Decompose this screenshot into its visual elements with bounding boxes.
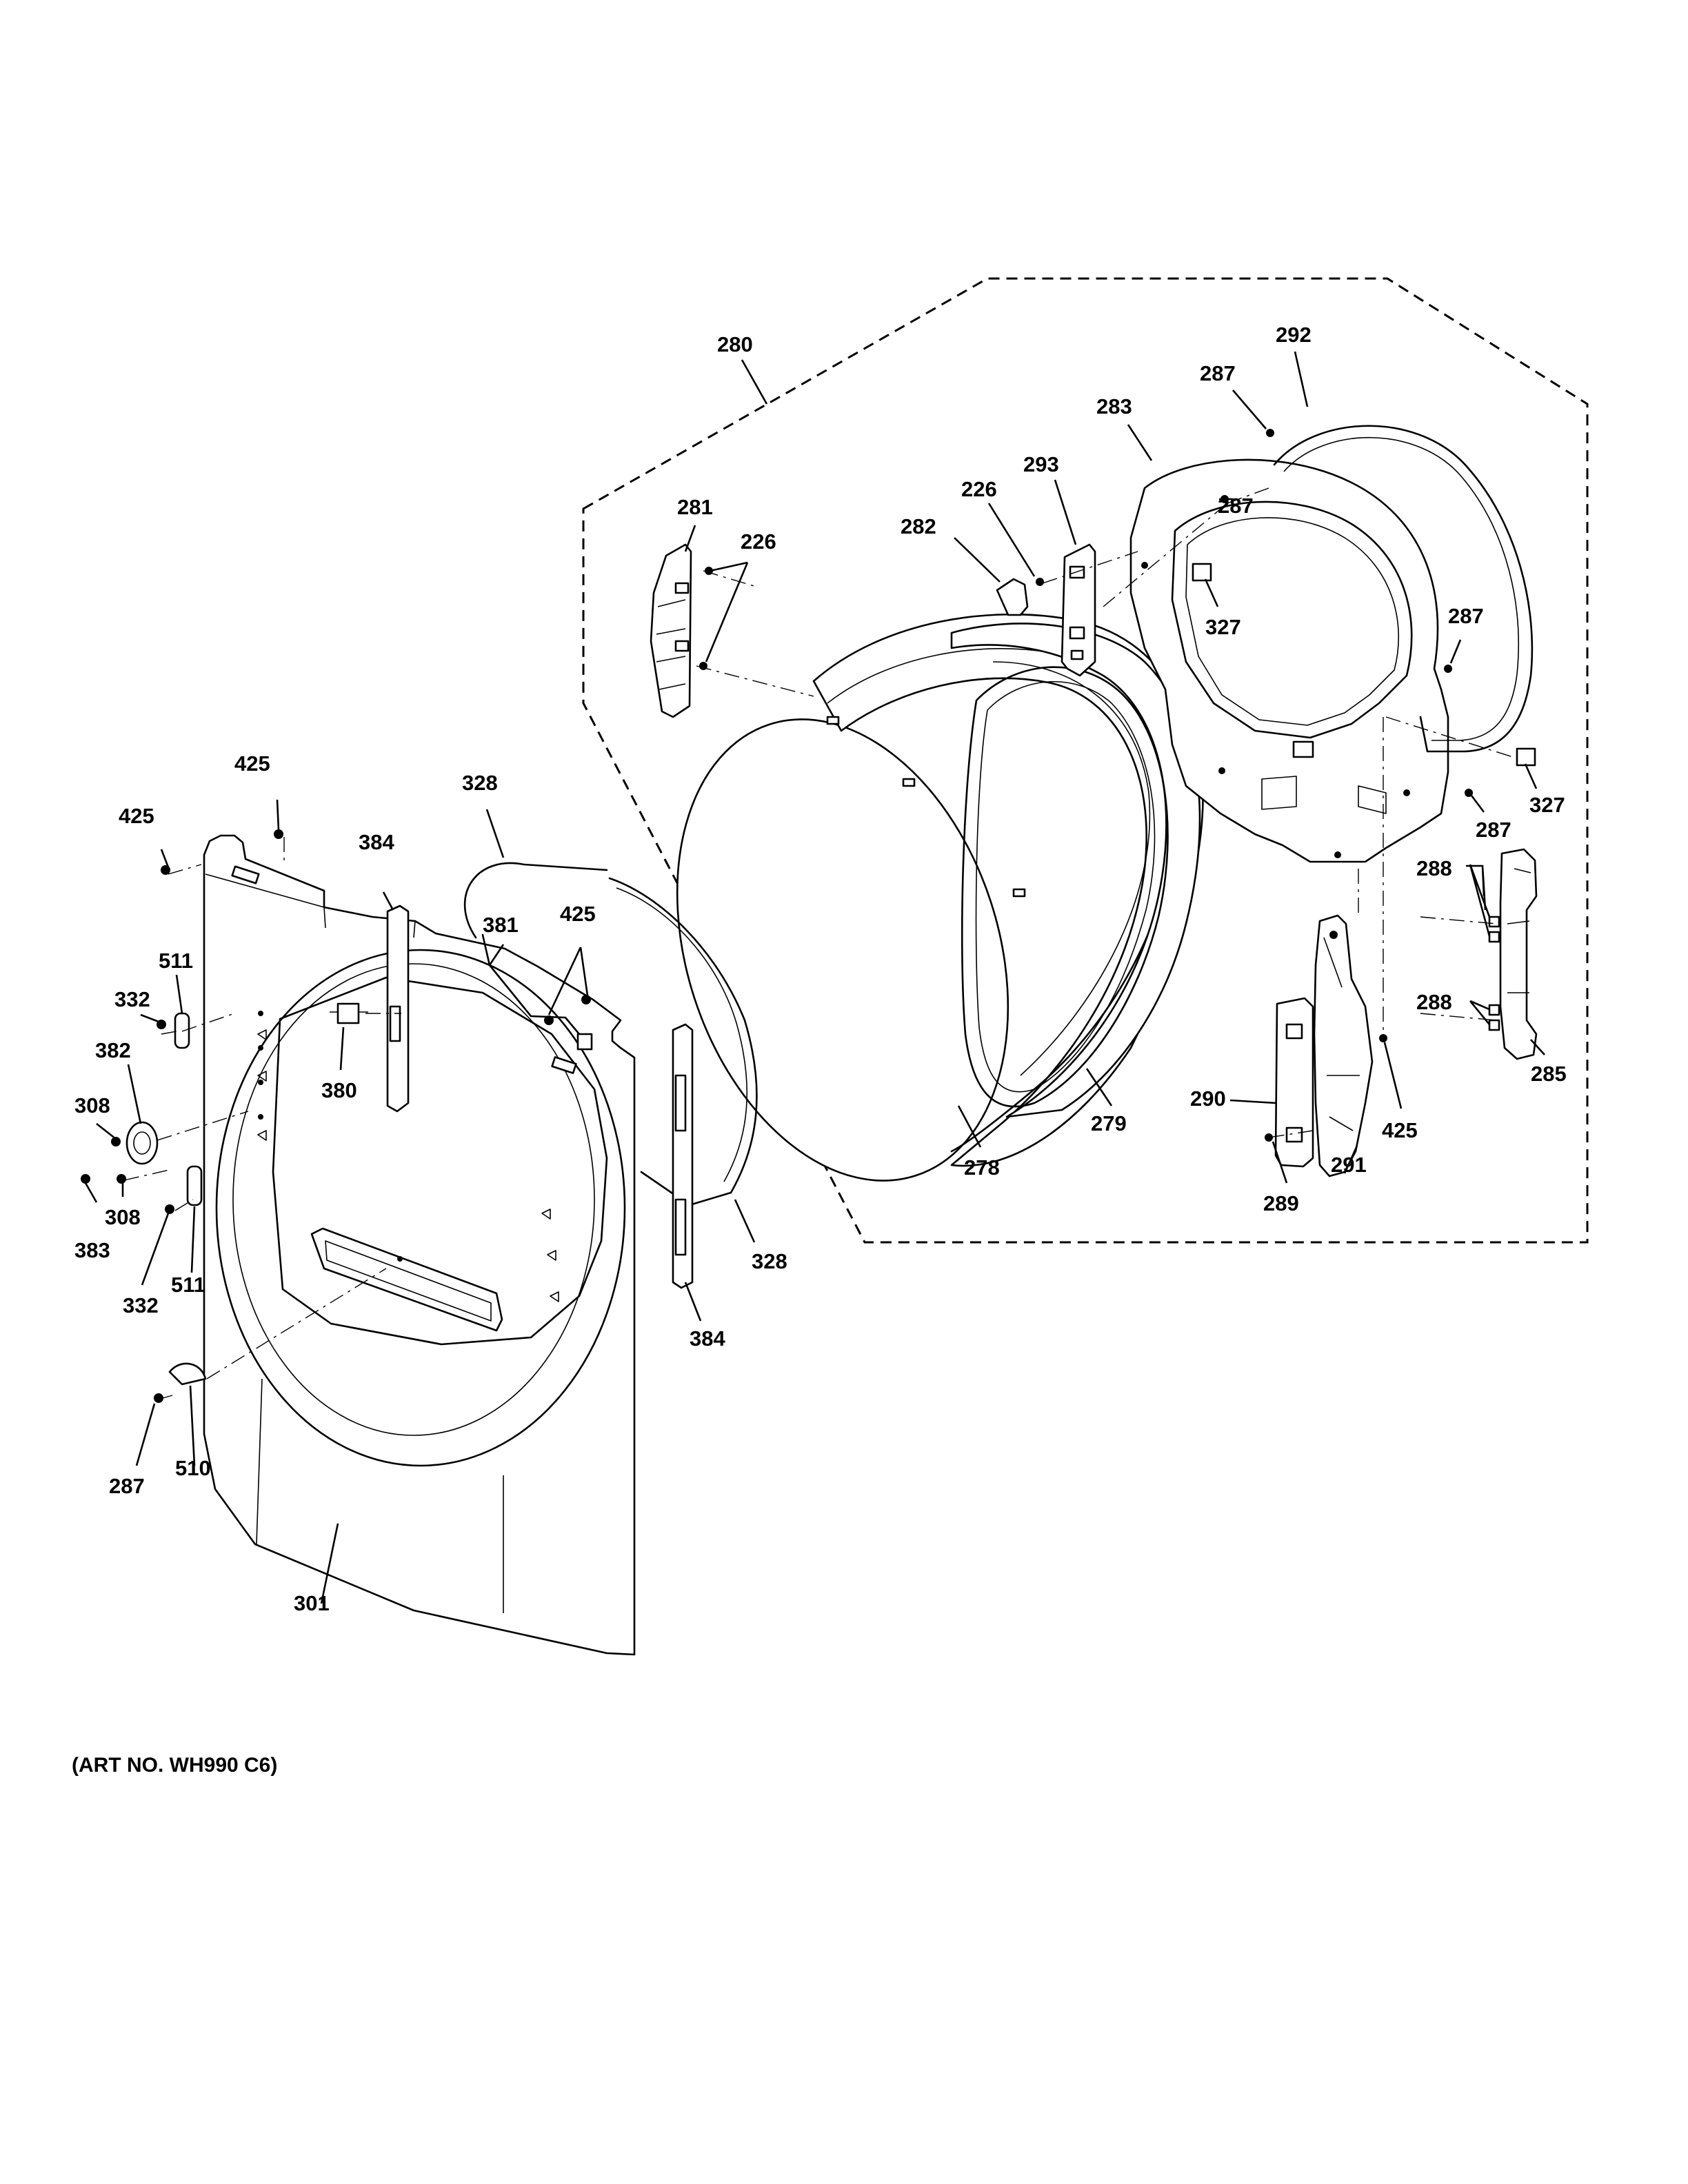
bracket-285 (1499, 848, 1538, 1060)
callout-288: 288 (1416, 856, 1452, 880)
door-handle-281 (650, 543, 692, 718)
inner-door-frame-282 (950, 578, 1201, 1118)
callout-308: 308 (74, 1093, 110, 1118)
assembly-centerlines (123, 487, 1518, 1399)
callout-383: 383 (74, 1238, 110, 1262)
callout-287: 287 (1200, 361, 1236, 385)
door-inner-panel-283 (1129, 458, 1449, 863)
callout-381: 381 (483, 913, 519, 937)
callout-280: 280 (717, 332, 753, 356)
knob-382 (125, 1121, 159, 1165)
callout-labels: 280 281 226 282 226 293 283 287 292 287 … (74, 323, 1567, 1615)
callout-287: 287 (109, 1474, 145, 1498)
part-510 (168, 1362, 207, 1386)
latch-291 (1313, 914, 1374, 1177)
callout-328: 328 (752, 1249, 787, 1273)
callout-288: 288 (1416, 990, 1452, 1014)
callout-332: 332 (123, 1293, 159, 1317)
callout-332: 332 (114, 987, 150, 1011)
callout-511: 511 (159, 949, 193, 973)
hardware-screws (81, 429, 1536, 1403)
cover-511-upper (174, 1012, 190, 1049)
callout-425: 425 (119, 804, 154, 828)
cover-511-lower (186, 1165, 203, 1206)
callout-328: 328 (462, 771, 498, 795)
seal-328 (608, 877, 758, 1206)
callout-292: 292 (1276, 323, 1312, 347)
callout-278: 278 (964, 1155, 1000, 1180)
wire-harness-381 (463, 862, 608, 1051)
callout-301: 301 (294, 1591, 330, 1615)
callout-384: 384 (359, 830, 394, 854)
callout-425: 425 (560, 902, 596, 926)
callout-291: 291 (1331, 1153, 1367, 1177)
callout-382: 382 (95, 1038, 131, 1062)
callout-425: 425 (234, 751, 270, 776)
callout-287: 287 (1476, 818, 1511, 842)
callout-308: 308 (105, 1205, 141, 1229)
strip-384-lower (672, 1023, 694, 1289)
callout-384: 384 (690, 1326, 725, 1351)
gasket-292 (1273, 425, 1534, 753)
callout-380: 380 (321, 1078, 357, 1102)
callout-282: 282 (901, 514, 936, 538)
callout-283: 283 (1096, 394, 1132, 418)
door-278 (676, 718, 1009, 1182)
callout-327: 327 (1529, 793, 1565, 817)
callout-425: 425 (1382, 1118, 1418, 1142)
art-number-note: (ART NO. WH990 C6) (72, 1754, 278, 1777)
callout-289: 289 (1263, 1191, 1299, 1215)
leader-lines (84, 351, 1545, 1604)
callout-285: 285 (1531, 1062, 1567, 1086)
callout-293: 293 (1023, 452, 1059, 476)
callout-279: 279 (1091, 1111, 1127, 1135)
callout-287: 287 (1218, 494, 1254, 518)
callout-226: 226 (961, 477, 997, 501)
callout-511: 511 (171, 1273, 205, 1297)
callout-327: 327 (1205, 615, 1241, 639)
latch-plate-290 (1274, 997, 1314, 1168)
callout-281: 281 (677, 495, 713, 519)
strip-384-upper (386, 904, 410, 1113)
hinge-293 (1061, 543, 1096, 677)
front-panel-301 (203, 834, 636, 1656)
callout-290: 290 (1190, 1086, 1226, 1111)
callout-226: 226 (741, 529, 776, 554)
switch-380 (330, 1002, 368, 1024)
callout-510: 510 (175, 1456, 211, 1480)
callout-287: 287 (1448, 604, 1484, 628)
